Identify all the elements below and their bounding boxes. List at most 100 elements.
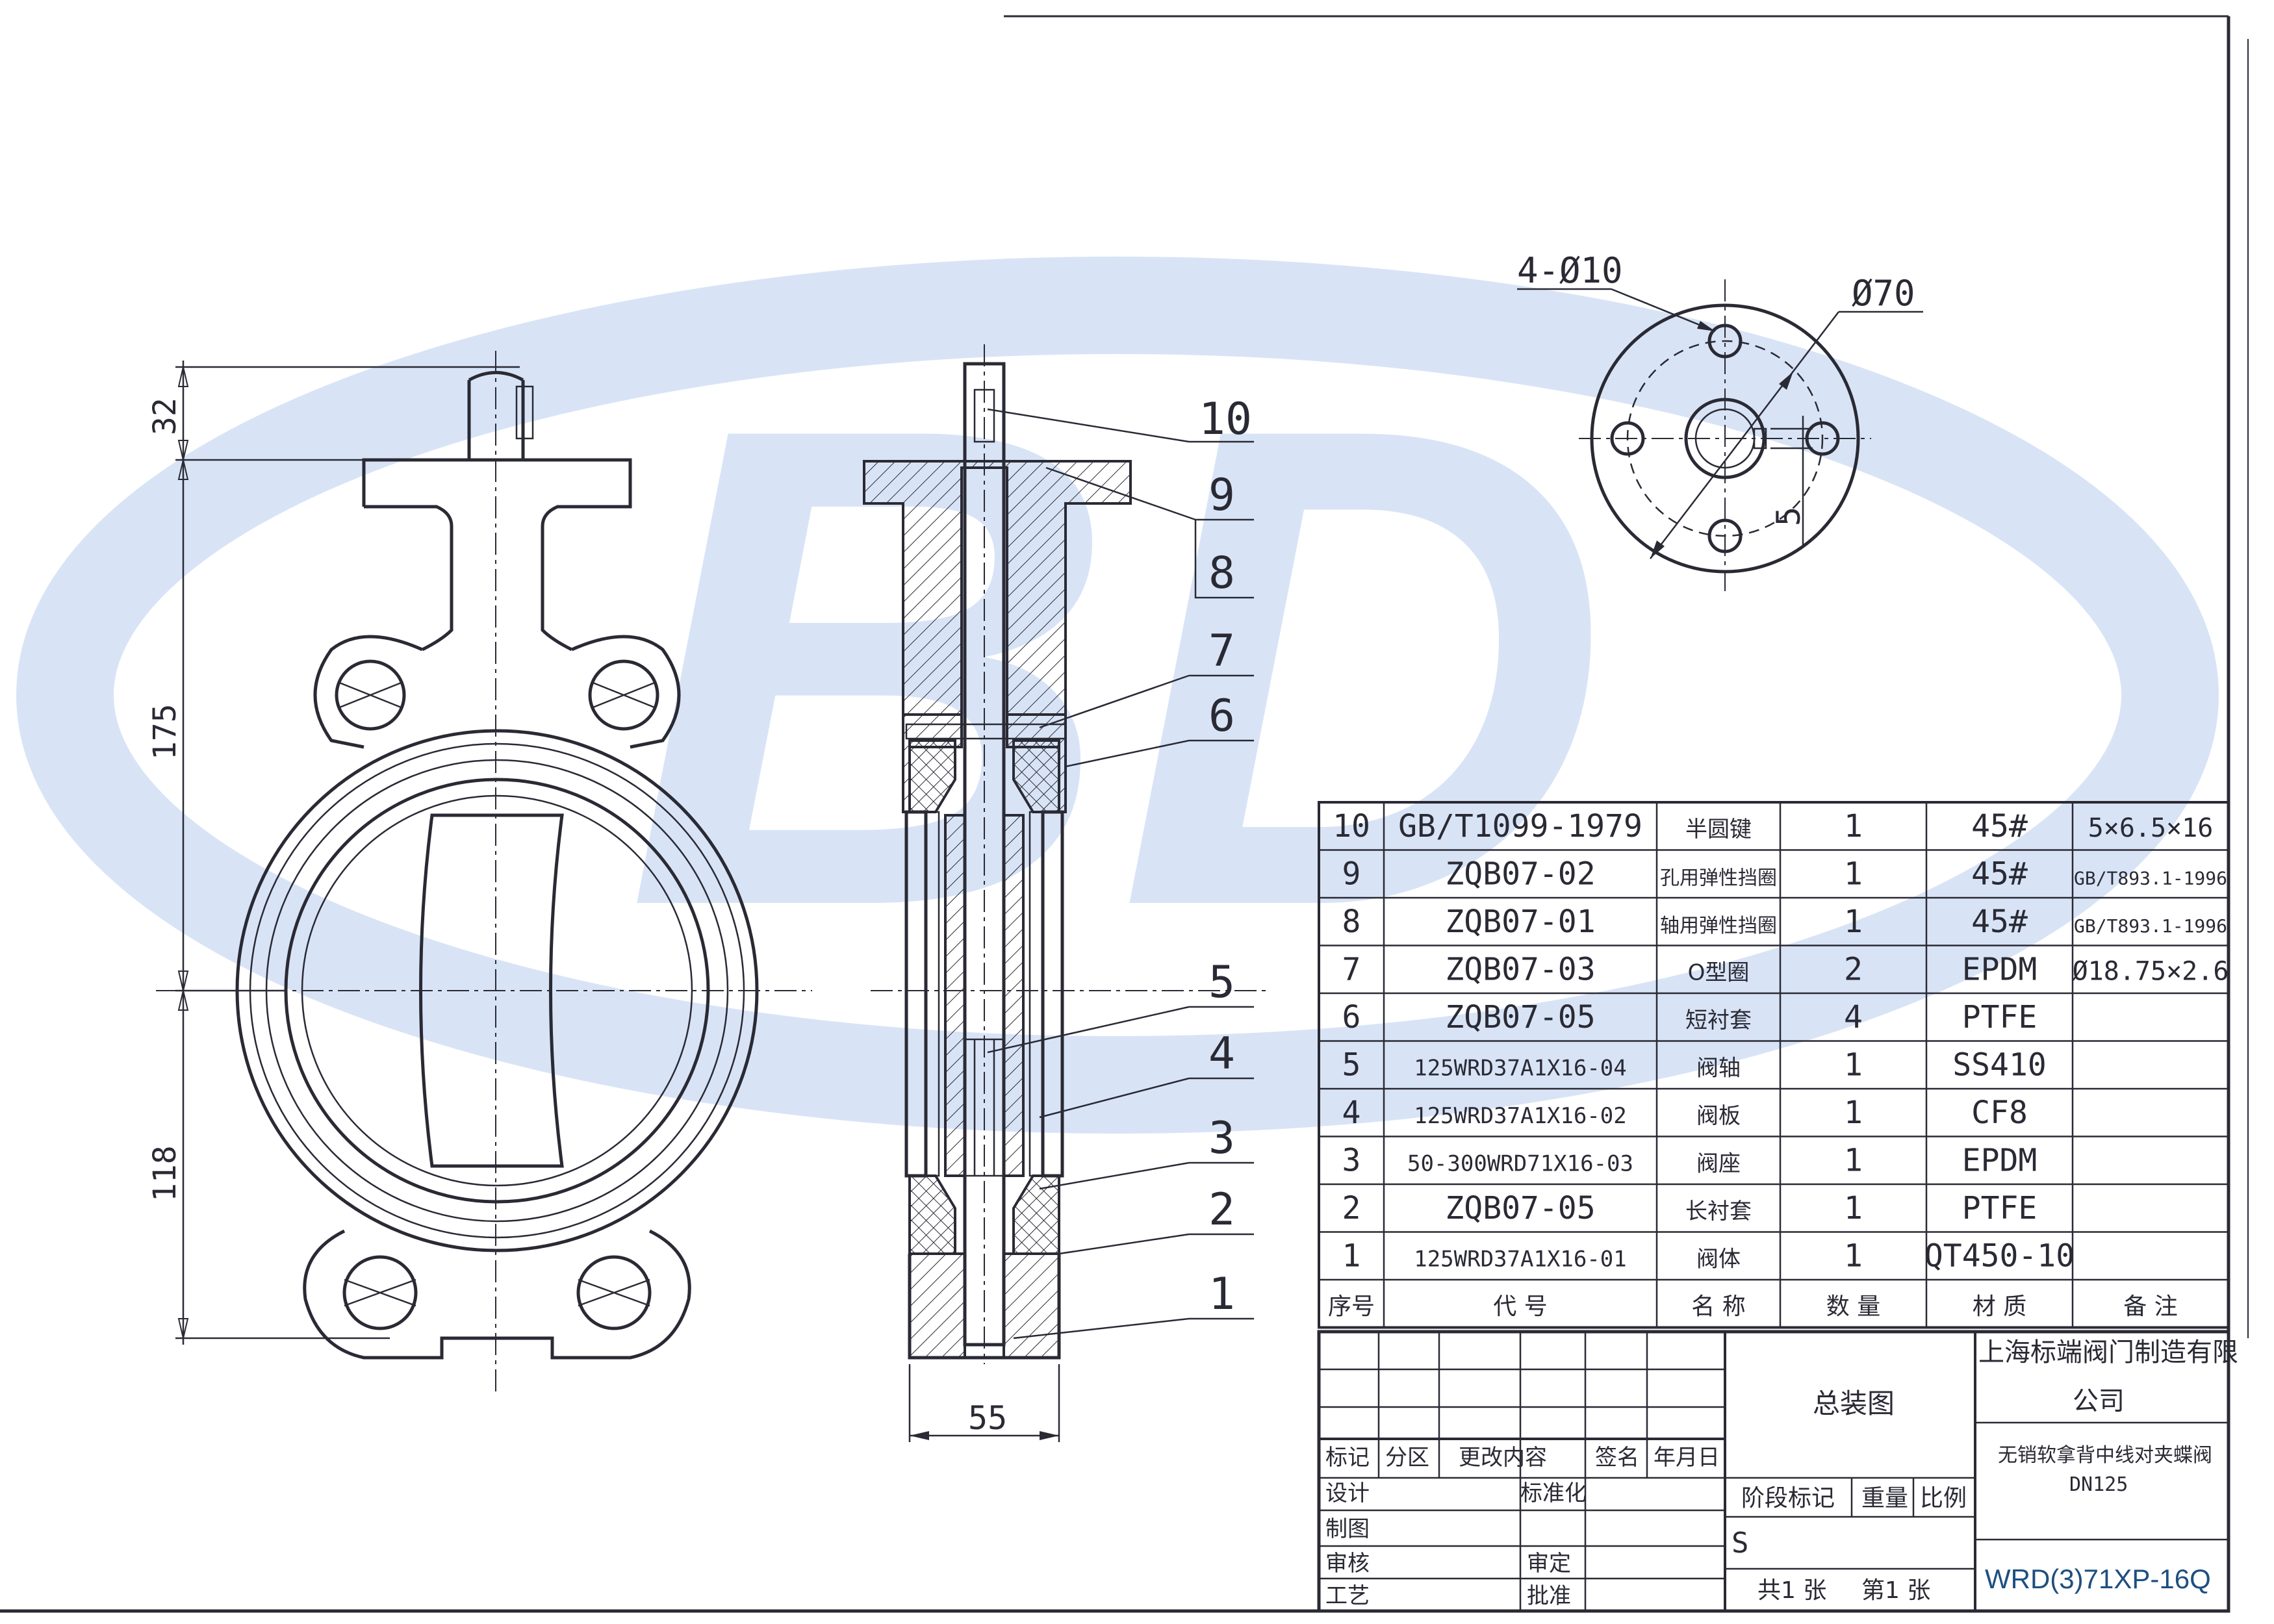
stage-value: S <box>1731 1527 1749 1560</box>
bom-cell-name: 长衬套 <box>1685 1199 1752 1224</box>
dim-32: 32 <box>147 398 183 435</box>
bom-cell-code: ZQB07-05 <box>1445 999 1595 1035</box>
bom-header-code: 代 号 <box>1493 1293 1547 1320</box>
bom-cell-code: ZQB07-01 <box>1445 904 1595 940</box>
dim-55: 55 <box>968 1399 1007 1437</box>
bom-cell-qty: 4 <box>1844 999 1863 1035</box>
top-flange-view: Ø70 4-Ø10 5 <box>1517 250 1923 591</box>
label-reviewed: 审定 <box>1527 1551 1571 1577</box>
bom-cell-code: ZQB07-03 <box>1445 951 1595 987</box>
balloon-2: 2 <box>1208 1184 1235 1236</box>
bom-header-qty: 数 量 <box>1826 1293 1880 1320</box>
bom-header-material: 材 质 <box>1973 1293 2026 1320</box>
balloon-5: 5 <box>1208 957 1235 1008</box>
bom-cell-material: SS410 <box>1952 1047 2047 1083</box>
bom-cell-qty: 1 <box>1844 1047 1863 1083</box>
balloon-10: 10 <box>1199 394 1252 445</box>
bom-cell-material: 45# <box>1971 856 2028 892</box>
bom-cell-qty: 1 <box>1844 904 1863 940</box>
bom-cell-remark: GB/T893.1-1996 <box>2074 915 2227 937</box>
balloon-1: 1 <box>1208 1269 1235 1320</box>
label-standardized: 标准化 <box>1520 1480 1587 1506</box>
bom-cell-code: GB/T1099-1979 <box>1398 808 1642 844</box>
bom-cell-name: 轴用弹性挡圈 <box>1660 915 1777 937</box>
bom-header-name: 名 称 <box>1691 1293 1745 1320</box>
front-view: 32 175 118 <box>147 351 1267 1397</box>
bom-cell-name: 阀体 <box>1696 1246 1741 1272</box>
balloon-7: 7 <box>1208 626 1235 677</box>
bom-cell-material: 45# <box>1971 904 2028 940</box>
balloon-3: 3 <box>1208 1113 1235 1164</box>
bom-cell-no: 6 <box>1342 999 1361 1035</box>
dim-pcd-70: Ø70 <box>1852 273 1915 314</box>
bom-cell-material: EPDM <box>1962 1142 2038 1178</box>
bom-cell-material: QT450-10 <box>1924 1237 2075 1274</box>
balloon-6: 6 <box>1208 691 1235 742</box>
label-approved: 批准 <box>1527 1583 1571 1609</box>
bom-cell-no: 10 <box>1333 808 1370 844</box>
bom-cell-code: 125WRD37A1X16-02 <box>1414 1103 1627 1129</box>
bom-cell-code: ZQB07-05 <box>1445 1190 1595 1226</box>
rev-mark: 标记 <box>1325 1445 1370 1471</box>
bom-cell-qty: 1 <box>1844 1095 1863 1131</box>
bom-cell-remark: GB/T893.1-1996 <box>2074 867 2227 889</box>
label-weight: 重量 <box>1861 1485 1908 1512</box>
bom-cell-no: 2 <box>1342 1190 1361 1226</box>
bom-cell-qty: 1 <box>1844 1190 1863 1226</box>
bom-cell-no: 7 <box>1342 951 1361 987</box>
rev-signature: 签名 <box>1595 1445 1639 1471</box>
rev-zone: 分区 <box>1385 1445 1429 1471</box>
label-drawn: 制图 <box>1325 1516 1370 1542</box>
bom-cell-material: PTFE <box>1962 999 2038 1035</box>
watermark-logo: BD <box>16 257 2219 1134</box>
title-block: 标记 分区 更改内容 签名 年月日 设计 制图 审核 工艺 标准化 审定 批准 … <box>1317 1330 2238 1613</box>
bom-cell-qty: 1 <box>1844 856 1863 892</box>
bom-cell-material: EPDM <box>1962 951 2038 987</box>
drawing-name: 总装图 <box>1813 1388 1895 1419</box>
bom-header-remark: 备 注 <box>2123 1293 2177 1320</box>
bom-cell-remark: 5×6.5×16 <box>2088 813 2214 843</box>
bom-cell-qty: 1 <box>1844 1237 1863 1274</box>
bom-cell-no: 4 <box>1342 1095 1361 1131</box>
label-stage: 阶段标记 <box>1741 1485 1835 1512</box>
watermark-text: BD <box>625 285 1611 1048</box>
dim-118: 118 <box>147 1145 183 1202</box>
balloon-8: 8 <box>1208 548 1235 599</box>
dim-175: 175 <box>147 704 183 760</box>
part-balloons: 10 9 8 7 6 5 4 3 2 1 <box>987 394 1254 1339</box>
bom-cell-code: 50-300WRD71X16-03 <box>1407 1150 1633 1176</box>
company-name-line1: 上海标端阀门制造有限 <box>1978 1338 2238 1367</box>
balloon-9: 9 <box>1208 470 1235 521</box>
label-process: 工艺 <box>1325 1583 1370 1609</box>
bom-cell-name: 半圆键 <box>1685 817 1752 843</box>
section-view: 55 <box>863 344 1132 1442</box>
label-scale: 比例 <box>1920 1485 1967 1512</box>
bom-cell-no: 5 <box>1342 1047 1361 1083</box>
bom-cell-material: PTFE <box>1962 1190 2038 1226</box>
sheet-total: 共1 张 <box>1757 1577 1826 1604</box>
bom-cell-qty: 1 <box>1844 808 1863 844</box>
sheet-number: 第1 张 <box>1861 1577 1930 1604</box>
label-designed: 设计 <box>1325 1480 1370 1506</box>
bom-cell-name: O型圈 <box>1688 959 1750 985</box>
rev-content: 更改内容 <box>1459 1445 1547 1471</box>
company-name-line2: 公司 <box>2073 1386 2125 1416</box>
bom-cell-code: 125WRD37A1X16-04 <box>1414 1055 1627 1081</box>
bom-header-no: 序号 <box>1328 1293 1375 1320</box>
bom-cell-name: 孔用弹性挡圈 <box>1660 867 1777 889</box>
product-size: DN125 <box>2069 1473 2128 1496</box>
bom-cell-code: 125WRD37A1X16-01 <box>1414 1246 1627 1272</box>
label-checked: 审核 <box>1325 1551 1370 1577</box>
bom-cell-no: 8 <box>1342 904 1361 940</box>
model-number: WRD(3)71XP-16Q <box>1985 1564 2211 1594</box>
bom-cell-material: CF8 <box>1971 1095 2028 1131</box>
dim-key-5: 5 <box>1770 507 1808 526</box>
bom-cell-no: 3 <box>1342 1142 1361 1178</box>
bom-cell-remark: Ø18.75×2.6 <box>2073 956 2229 986</box>
bom-cell-qty: 2 <box>1844 951 1863 987</box>
bom-cell-name: 阀轴 <box>1696 1055 1741 1081</box>
dim-bolt-holes: 4-Ø10 <box>1517 250 1623 291</box>
